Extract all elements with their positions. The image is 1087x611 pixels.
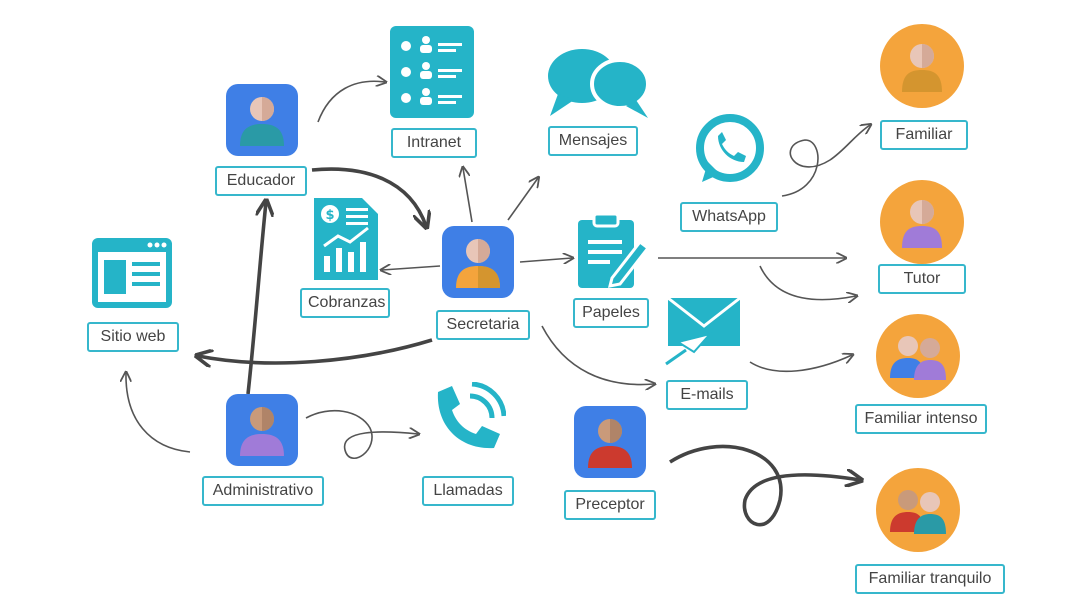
person-icon (902, 44, 942, 92)
arrow-administrativo-llamadas (305, 410, 418, 459)
person-icon (240, 407, 284, 456)
person-icon (588, 419, 632, 468)
label-mensajes: Mensajes (548, 126, 638, 156)
label-administrativo: Administrativo (202, 476, 324, 506)
arrow-whatsapp-familiar (781, 125, 870, 197)
arrow-secretaria-sitio-web (198, 338, 433, 363)
familiar-tranquilo-avatar (876, 468, 960, 552)
label-cobranzas: Cobranzas (300, 288, 390, 318)
arrow-secretaria-intranet (463, 168, 473, 223)
two-people-icon (890, 490, 946, 534)
checklist-icon (390, 26, 474, 118)
person-icon (240, 97, 284, 146)
arrow-administrativo-educador (246, 202, 266, 395)
invoice-chart-icon: $ (314, 198, 378, 280)
two-people-icon (890, 336, 946, 380)
label-sitio-web: Sitio web (87, 322, 179, 352)
secretaria-avatar (442, 226, 514, 298)
arrow-administrativo-sitio-web (126, 373, 191, 453)
label-tutor: Tutor (878, 264, 966, 294)
person-icon (456, 239, 500, 288)
arrow-preceptor-familiar-tranquilo (669, 444, 860, 527)
tutor-avatar (880, 180, 964, 264)
label-educador: Educador (215, 166, 307, 196)
label-papeles: Papeles (573, 298, 649, 328)
label-intranet: Intranet (391, 128, 477, 158)
label-email: E-mails (666, 380, 748, 410)
label-familiar-intenso: Familiar intenso (855, 404, 987, 434)
arrow-secretaria-mensajes (507, 178, 538, 221)
arrow-educador-secretaria (311, 167, 426, 226)
arrow-email-familiar-intenso (749, 355, 852, 373)
familiar-intenso-avatar (876, 314, 960, 398)
label-whatsapp: WhatsApp (680, 202, 778, 232)
preceptor-avatar (574, 406, 646, 478)
arrow-secretaria-cobranzas (382, 266, 441, 270)
arrow-papeles-tutor-curve (759, 265, 856, 300)
svg-text:$: $ (325, 208, 334, 223)
phone-icon (437, 382, 506, 449)
clipboard-pen-icon (578, 212, 650, 288)
arrow-educador-intranet (317, 81, 385, 123)
person-icon (902, 200, 942, 248)
label-llamadas: Llamadas (422, 476, 514, 506)
label-familiar: Familiar (880, 120, 968, 150)
chat-bubbles-icon (548, 49, 650, 118)
label-familiar-tranquilo: Familiar tranquilo (855, 564, 1005, 594)
arrow-secretaria-papeles (519, 258, 572, 262)
label-secretaria: Secretaria (436, 310, 530, 340)
familiar-avatar (880, 24, 964, 108)
administrativo-avatar (226, 394, 298, 466)
educador-avatar (226, 84, 298, 156)
website-window-icon (92, 238, 172, 308)
label-preceptor: Preceptor (564, 490, 656, 520)
whatsapp-icon (696, 114, 764, 182)
arrow-secretaria-email (541, 325, 654, 385)
envelope-plane-icon (665, 296, 741, 366)
